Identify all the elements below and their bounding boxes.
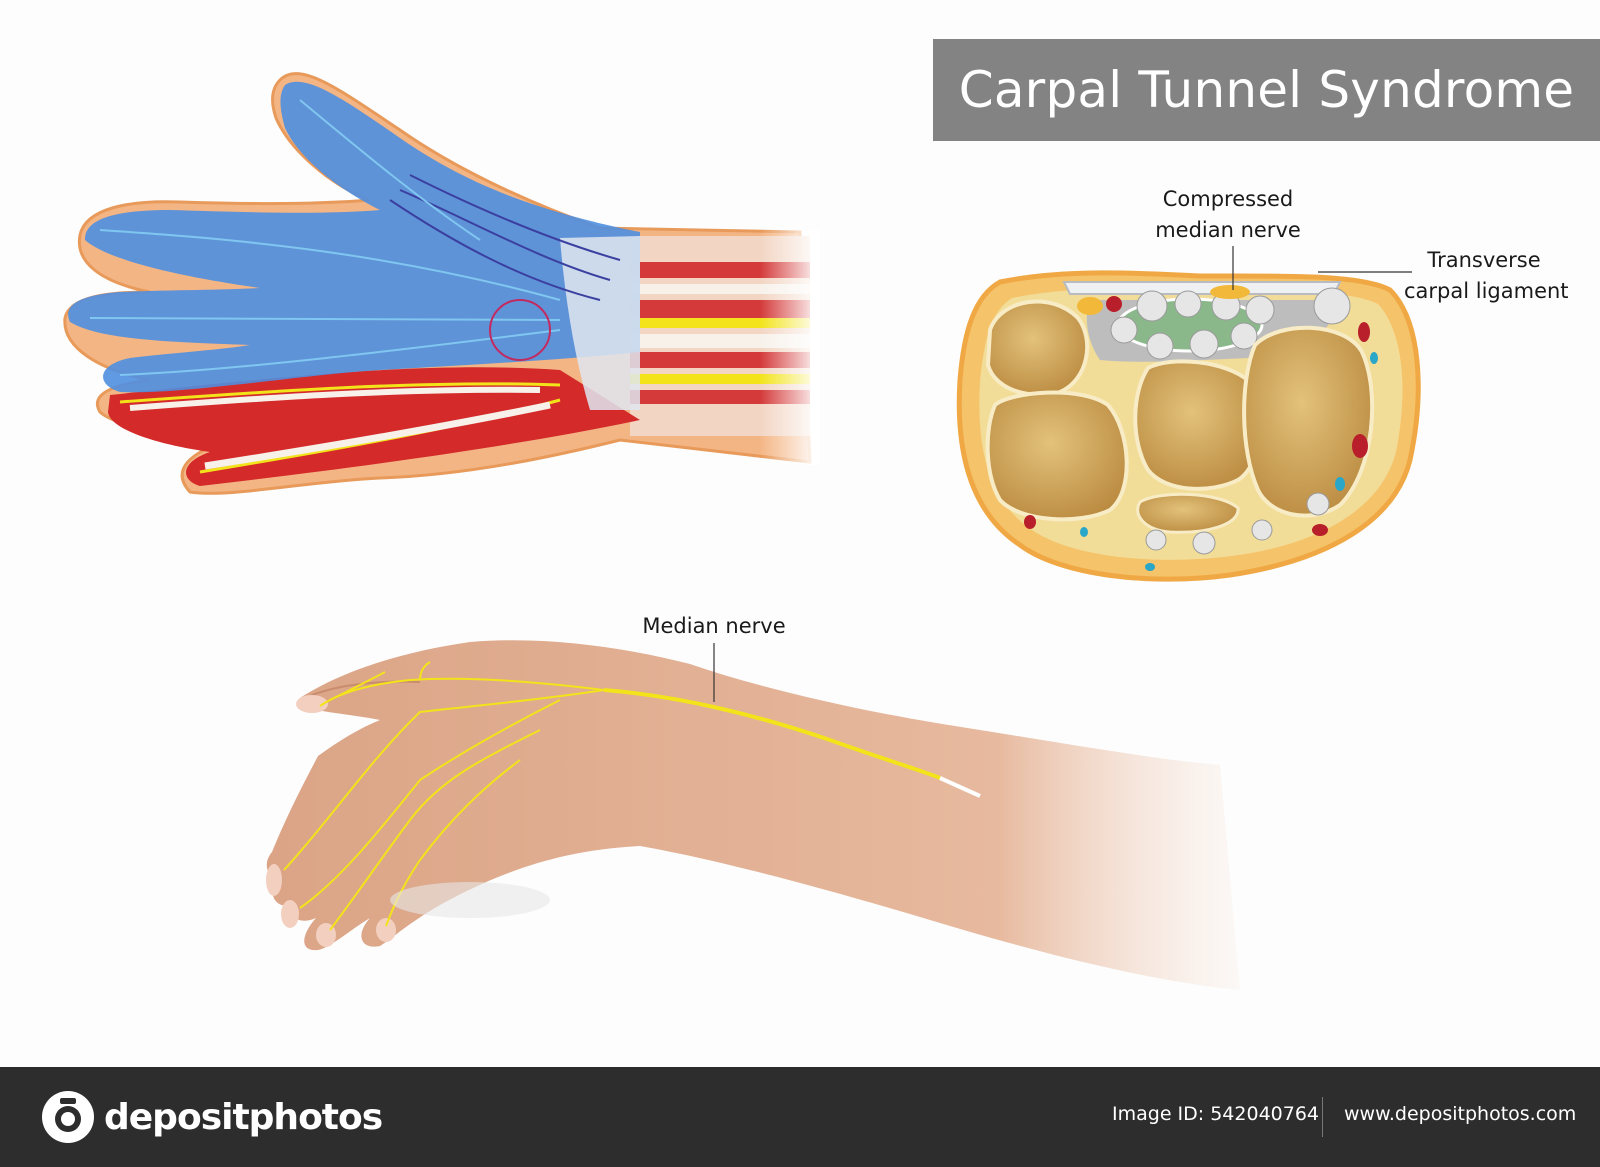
compressed-label-line-1: Compressed xyxy=(1162,187,1294,211)
transverse-label-line-2: carpal ligament xyxy=(1404,279,1569,303)
arm-illustration xyxy=(266,640,1240,990)
transverse-label-line-1: Transverse xyxy=(1427,248,1541,272)
compressed-label-line-2: median nerve xyxy=(1155,218,1301,242)
title-banner: Carpal Tunnel Syndrome xyxy=(933,39,1600,141)
image-id-text: Image ID: 542040764 xyxy=(1112,1103,1320,1125)
site-url-link[interactable]: www.depositphotos.com xyxy=(1344,1103,1577,1125)
brand-name: depositphotos xyxy=(104,1096,383,1138)
wrist-cross-section xyxy=(956,246,1421,582)
brand-logo[interactable]: depositphotos xyxy=(40,1089,383,1145)
median-label-text: Median nerve xyxy=(642,614,786,638)
compressed-median-nerve-label: Compressed median nerve xyxy=(1140,184,1316,246)
footer-divider xyxy=(1322,1097,1323,1137)
transverse-carpal-ligament-label: Transverse carpal ligament xyxy=(1404,245,1569,307)
page-title: Carpal Tunnel Syndrome xyxy=(958,61,1575,119)
camera-logo-icon xyxy=(42,1091,94,1143)
hand-anatomy-illustration xyxy=(63,72,820,495)
footer-bar: depositphotos Image ID: 542040764 www.de… xyxy=(0,1067,1600,1167)
median-nerve-label: Median nerve xyxy=(634,611,794,642)
